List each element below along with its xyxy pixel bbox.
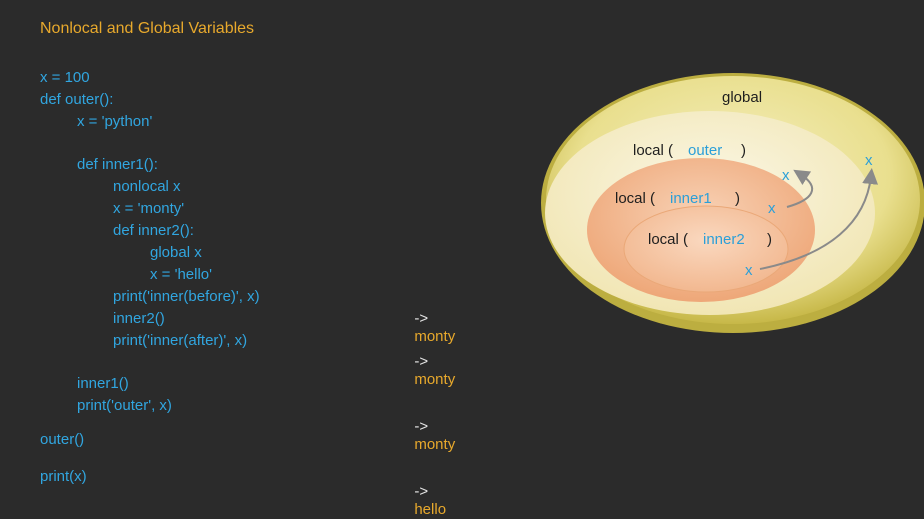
code-line: x = 'python': [77, 113, 153, 130]
output-arrow: ->: [414, 483, 429, 500]
outer-scope-name: outer: [688, 142, 722, 159]
code-line: inner1(): [77, 375, 129, 392]
output-arrow: ->: [414, 353, 429, 370]
code-line: x = 100: [40, 69, 90, 86]
code-line: global x: [150, 244, 202, 261]
code-line: nonlocal x: [113, 178, 181, 195]
outer-scope-suffix: ): [741, 142, 746, 159]
code-line: inner2(): [113, 310, 165, 327]
output-line: -> monty: [406, 400, 455, 454]
inner1-scope-suffix: ): [735, 190, 740, 207]
output-line: -> monty: [406, 335, 455, 389]
code-line: outer(): [40, 431, 85, 448]
outer-scope-prefix: local (: [633, 142, 673, 159]
code-line: def inner1():: [77, 156, 158, 173]
code-line: print('outer', x): [77, 397, 172, 414]
code-line: print('inner(before)', x): [113, 288, 260, 305]
output-line: -> monty: [406, 292, 455, 346]
output-value: monty: [414, 371, 456, 388]
x-marker-global: x: [865, 152, 873, 169]
inner1-scope-name: inner1: [670, 190, 712, 207]
global-arrow: [759, 168, 879, 270]
code-line: def inner2():: [113, 222, 194, 239]
output-arrow: ->: [414, 310, 429, 327]
inner2-scope-suffix: ): [767, 231, 772, 248]
x-marker-inner2: x: [745, 262, 753, 279]
inner2-scope-prefix: local (: [648, 231, 688, 248]
code-line: print(x): [40, 468, 87, 485]
x-marker-inner1: x: [768, 200, 776, 217]
code-line: print('inner(after)', x): [113, 332, 248, 349]
x-marker-outer: x: [782, 167, 790, 184]
output-value: monty: [414, 436, 456, 453]
code-line: x = 'hello': [150, 266, 213, 283]
global-scope-label: global: [722, 89, 762, 106]
code-line: x = 'monty': [113, 200, 185, 217]
code-line: def outer():: [40, 91, 114, 108]
slide-title: Nonlocal and Global Variables: [40, 20, 255, 37]
nonlocal-arrow: [786, 169, 813, 208]
inner2-scope-name: inner2: [703, 231, 745, 248]
output-value: monty: [414, 328, 456, 345]
inner2-scope: [623, 205, 789, 293]
output-arrow: ->: [414, 418, 429, 435]
inner1-scope-prefix: local (: [615, 190, 655, 207]
